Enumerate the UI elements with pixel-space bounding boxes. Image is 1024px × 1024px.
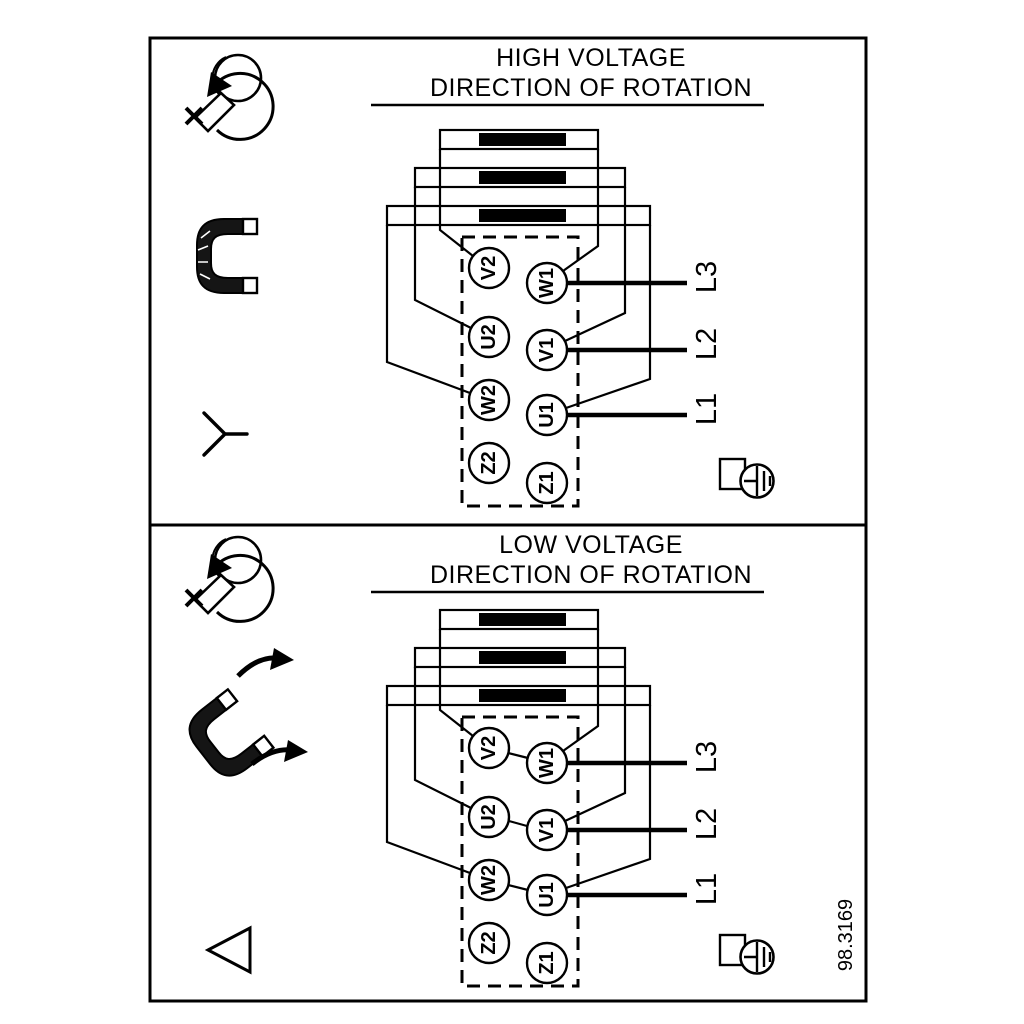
terminal-label-z1: Z1 <box>536 951 558 974</box>
terminal-v2 <box>467 726 511 770</box>
terminals: V2 U2 W2 Z2 W1 V1 U1 Z1 <box>467 246 569 505</box>
supply-line-label-l2: L2 <box>691 328 723 360</box>
jumper-link-wires <box>385 128 652 410</box>
screw-unscrew-icon <box>184 535 275 623</box>
terminal-board <box>460 715 580 988</box>
jumper-bar <box>479 133 566 146</box>
jumper-bar <box>479 171 566 184</box>
supply-lines: L3 L2 L1 <box>567 261 723 425</box>
panel-title-line2: DIRECTION OF ROTATION <box>430 74 752 102</box>
terminal-w2 <box>467 378 511 422</box>
delta-connection-icon <box>204 925 252 975</box>
terminal-label-z2: Z2 <box>478 451 500 474</box>
terminal-w1 <box>525 741 569 785</box>
ground-terminal-icon <box>718 933 775 975</box>
supply-lines: L3 L2 L1 <box>567 741 723 905</box>
terminal-label-w2: W2 <box>478 385 500 415</box>
terminal-z1 <box>525 941 569 985</box>
supply-line-label-l2: L2 <box>691 808 723 840</box>
supply-line-label-l3: L3 <box>691 741 723 773</box>
terminal-u2 <box>467 795 511 839</box>
terminal-u1 <box>525 393 569 437</box>
terminal-label-w1: W1 <box>536 748 558 778</box>
terminal-label-w1: W1 <box>536 268 558 298</box>
panel-border-bottom <box>148 523 868 1003</box>
supply-line-label-l1: L1 <box>691 393 723 425</box>
jumper-link-wires <box>385 608 652 892</box>
terminal-z2 <box>467 441 511 485</box>
terminal-v2 <box>467 246 511 290</box>
jumper-bar <box>479 209 566 222</box>
panel-title-line1: HIGH VOLTAGE <box>496 44 686 72</box>
terminal-u2 <box>467 315 511 359</box>
jumper-bars <box>479 613 566 702</box>
terminal-u1 <box>525 873 569 917</box>
terminal-z1 <box>525 461 569 505</box>
terminal-label-u1: U1 <box>536 882 558 908</box>
screw-unscrew-icon <box>184 53 275 141</box>
jumper-removal-icon <box>188 648 308 777</box>
removal-arrow-icon <box>236 648 308 766</box>
supply-line-label-l3: L3 <box>691 261 723 293</box>
terminal-label-v2: V2 <box>478 736 500 760</box>
ground-terminal-icon <box>718 457 775 499</box>
jumper-bars <box>479 133 566 222</box>
terminal-label-v1: V1 <box>536 338 558 362</box>
jumper-clip-icon <box>196 217 259 295</box>
star-connection-icon <box>202 411 249 457</box>
terminal-label-u2: U2 <box>478 324 500 350</box>
terminals: V2 U2 W2 Z2 W1 V1 U1 Z1 <box>467 726 569 985</box>
terminal-v1 <box>525 328 569 372</box>
terminal-label-v2: V2 <box>478 256 500 280</box>
supply-line-label-l1: L1 <box>691 873 723 905</box>
terminal-z2 <box>467 921 511 965</box>
panel-low-voltage: LOW VOLTAGE DIRECTION OF ROTATION <box>148 523 868 1003</box>
terminal-w2 <box>467 858 511 902</box>
jumper-bar <box>479 689 566 702</box>
jumper-bar <box>479 651 566 664</box>
terminal-v1 <box>525 808 569 852</box>
panel-title-line2: DIRECTION OF ROTATION <box>430 561 752 589</box>
jumper-bar <box>479 613 566 626</box>
terminal-label-w2: W2 <box>478 865 500 895</box>
terminal-w1 <box>525 261 569 305</box>
drawing-number: 98.3169 <box>835 899 857 971</box>
panel-title-line1: LOW VOLTAGE <box>499 531 683 559</box>
panel-high-voltage: HIGH VOLTAGE DIRECTION OF ROTATION <box>148 36 868 527</box>
terminal-label-v1: V1 <box>536 818 558 842</box>
terminal-board <box>460 235 580 508</box>
terminal-label-z1: Z1 <box>536 471 558 494</box>
terminal-label-u1: U1 <box>536 402 558 428</box>
terminal-label-z2: Z2 <box>478 931 500 954</box>
terminal-label-u2: U2 <box>478 804 500 830</box>
